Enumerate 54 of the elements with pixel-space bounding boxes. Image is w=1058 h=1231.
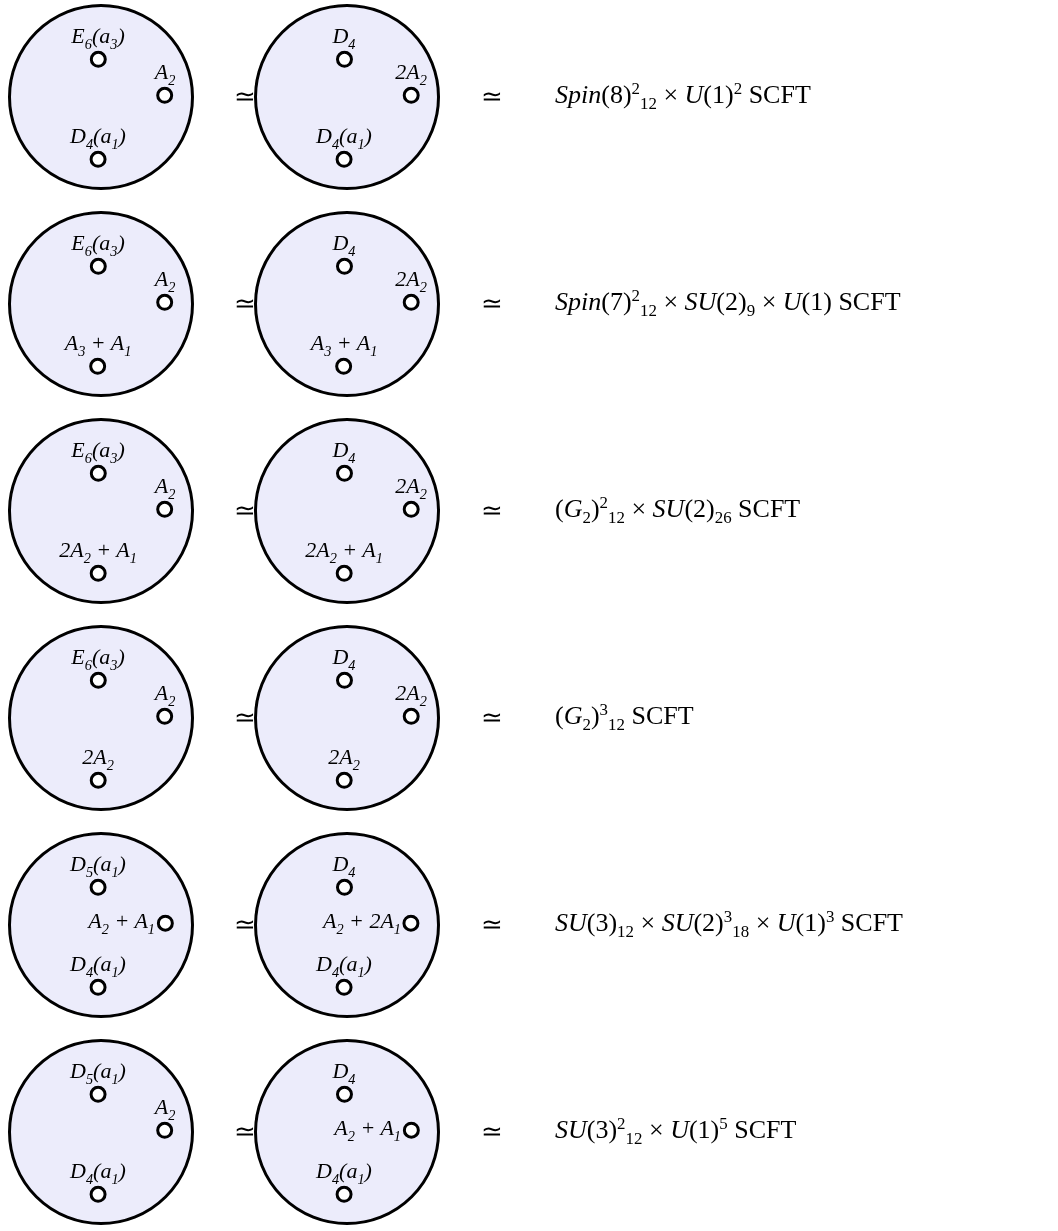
- puncture-label: D$_{4}$(a$_{1}$): [70, 125, 126, 151]
- puncture-label: A$_{2}$: [154, 682, 176, 708]
- puncture-label: E$_{6}$(a$_{3}$): [71, 646, 125, 672]
- puncture-label: 2A$_{2}$ + A$_{1}$: [59, 539, 137, 565]
- puncture-label: A$_{3}$ + A$_{1}$: [64, 332, 132, 358]
- puncture-label: E$_{6}$(a$_{3}$): [71, 232, 125, 258]
- puncture-label: 2A$_{2}$: [395, 268, 427, 294]
- puncture-label: E$_{6}$(a$_{3}$): [71, 439, 125, 465]
- puncture-label: 2A$_{2}$: [328, 746, 360, 772]
- equivalence-sign: ≃: [481, 291, 503, 317]
- puncture-label: D$_{4}$: [332, 439, 356, 465]
- equivalence-sign: ≃: [481, 1119, 503, 1145]
- puncture-label: D$_{4}$: [332, 25, 356, 51]
- puncture-label: A$_{2}$: [154, 61, 176, 87]
- puncture-label: A$_{2}$ + A$_{1}$: [88, 910, 155, 936]
- equivalence-sign: ≃: [234, 1119, 256, 1145]
- puncture-label: D$_{4}$: [332, 232, 356, 258]
- puncture-label: 2A$_{2}$ + A$_{1}$: [305, 539, 383, 565]
- theory-formula: SU(3)$^{2}$$_{12}$ × U(1)$^{5}$ SCFT: [555, 1115, 797, 1149]
- puncture-label: D$_{5}$(a$_{1}$): [70, 1060, 126, 1086]
- equivalence-sign: ≃: [234, 705, 256, 731]
- puncture-label: 2A$_{2}$: [395, 475, 427, 501]
- theory-formula: (G$_{2}$)$^{3}$$_{12}$ SCFT: [555, 701, 694, 735]
- puncture-label: E$_{6}$(a$_{3}$): [71, 25, 125, 51]
- equivalence-sign: ≃: [234, 912, 256, 938]
- puncture-label: 2A$_{2}$: [395, 61, 427, 87]
- equivalence-sign: ≃: [481, 84, 503, 110]
- theory-formula: Spin(8)$^{2}$$_{12}$ × U(1)$^{2}$ SCFT: [555, 80, 811, 114]
- theory-formula: Spin(7)$^{2}$$_{12}$ × SU(2)$_{9}$ × U(1) SCFT: [555, 287, 901, 321]
- puncture-label: A$_{2}$: [154, 475, 176, 501]
- theory-formula: SU(3)$_{12}$ × SU(2)$^{3}$$_{18}$ × U(1)$^{3}$ SCFT: [555, 908, 903, 942]
- equivalence-sign: ≃: [481, 705, 503, 731]
- puncture-label: D$_{4}$(a$_{1}$): [70, 953, 126, 979]
- puncture-label: A$_{2}$: [154, 268, 176, 294]
- puncture-label: D$_{4}$: [332, 853, 356, 879]
- equivalence-sign: ≃: [234, 498, 256, 524]
- equivalence-sign: ≃: [481, 912, 503, 938]
- puncture-label: A$_{2}$ + A$_{1}$: [334, 1117, 401, 1143]
- puncture-label: D$_{4}$(a$_{1}$): [316, 953, 372, 979]
- theory-formula: (G$_{2}$)$^{2}$$_{12}$ × SU(2)$_{26}$ SCFT: [555, 494, 801, 528]
- puncture-label: D$_{5}$(a$_{1}$): [70, 853, 126, 879]
- equivalence-sign: ≃: [234, 291, 256, 317]
- puncture-label: D$_{4}$: [332, 646, 356, 672]
- puncture-label: A$_{3}$ + A$_{1}$: [310, 332, 378, 358]
- puncture-label: 2A$_{2}$: [82, 746, 114, 772]
- puncture-label: D$_{4}$(a$_{1}$): [70, 1160, 126, 1186]
- puncture-label: D$_{4}$: [332, 1060, 356, 1086]
- puncture-label: D$_{4}$(a$_{1}$): [316, 125, 372, 151]
- puncture-label: A$_{2}$: [154, 1096, 176, 1122]
- equivalence-sign: ≃: [481, 498, 503, 524]
- equivalence-sign: ≃: [234, 84, 256, 110]
- puncture-label: 2A$_{2}$: [395, 682, 427, 708]
- puncture-label: A$_{2}$ + 2A$_{1}$: [322, 910, 401, 936]
- puncture-label: D$_{4}$(a$_{1}$): [316, 1160, 372, 1186]
